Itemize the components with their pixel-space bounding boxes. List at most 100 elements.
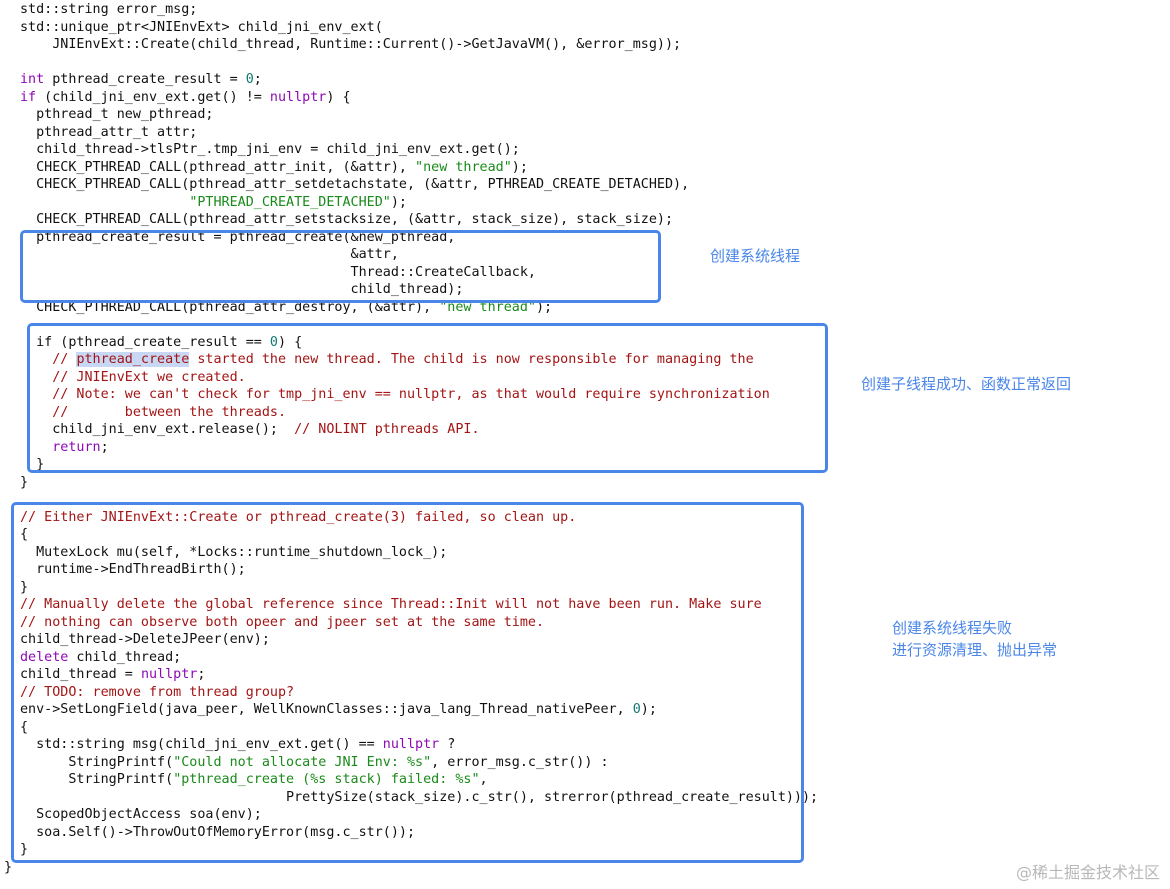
code-token: env->SetLongField(java_peer, WellKnownCl…	[20, 702, 633, 717]
code-token: pthread_attr_t attr;	[20, 124, 198, 140]
code-line: CHECK_PTHREAD_CALL(pthread_attr_init, (&…	[20, 159, 528, 177]
code-token	[20, 195, 189, 210]
code-token: );	[640, 702, 657, 717]
code-line: // TODO: remove from thread group?	[20, 684, 294, 702]
code-token: // between the threads.	[20, 404, 287, 420]
code-token: child_jni_env_ext.release();	[20, 422, 295, 437]
code-token: ,	[479, 772, 488, 787]
code-token: started the new thread. The child is now…	[189, 352, 754, 367]
code-closing-brace: }	[4, 859, 13, 875]
code-token: }	[20, 842, 29, 857]
code-token: "new thread"	[415, 159, 512, 175]
code-token: if	[20, 334, 53, 350]
code-token: &attr,	[20, 247, 399, 262]
code-token: ) {	[277, 334, 303, 350]
code-token: std::string msg(child_jni_env_ext.get() …	[20, 737, 383, 752]
code-line: env->SetLongField(java_peer, WellKnownCl…	[20, 701, 657, 719]
annotation-create-failed-line1: 创建系统线程失败	[892, 619, 1013, 637]
code-line: // Manually delete the global reference …	[20, 596, 762, 614]
code-token: ;	[100, 439, 109, 455]
code-line: child_thread->DeleteJPeer(env);	[20, 631, 270, 649]
code-line: std::string error_msg;	[20, 1, 197, 19]
code-line: }	[20, 579, 28, 597]
code-line: std::unique_ptr<JNIEnvExt> child_jni_env…	[20, 19, 383, 37]
code-token: }	[20, 457, 45, 472]
code-token: "pthread_create (%s stack) failed: %s"	[173, 772, 480, 787]
code-token: , error_msg.c_str()) :	[431, 754, 609, 770]
annotation-create-failed-line2: 进行资源清理、抛出异常	[892, 641, 1058, 659]
code-token: soa.Self()->ThrowOutOfMemoryError(msg.c_…	[20, 824, 416, 840]
code-token: {	[20, 527, 29, 542]
selected-code-token: pthread_create	[76, 352, 190, 367]
code-line: MutexLock mu(self, *Locks::runtime_shutd…	[20, 544, 447, 562]
code-line: // between the threads.	[20, 404, 286, 422]
annotation-create-success: 创建子线程成功、函数正常返回	[861, 375, 1072, 393]
code-token: child_thread->DeleteJPeer(env);	[20, 632, 270, 647]
code-line: }	[20, 456, 44, 474]
code-line: {	[20, 719, 28, 737]
code-line: int pthread_create_result = 0;	[20, 71, 262, 89]
code-token: return	[20, 439, 101, 455]
code-token: //	[20, 352, 77, 367]
code-line: pthread_attr_t attr;	[20, 124, 197, 142]
code-token: StringPrintf(	[20, 754, 174, 770]
code-line: {	[20, 526, 28, 544]
code-token: int	[20, 72, 45, 87]
code-line: // Either JNIEnvExt::Create or pthread_c…	[20, 509, 576, 527]
code-token: // NOLINT pthreads API.	[294, 422, 480, 437]
code-line: }	[20, 841, 28, 859]
watermark: @稀土掘金技术社区	[1015, 863, 1160, 882]
code-token: ) {	[326, 89, 351, 105]
code-token: MutexLock mu(self, *Locks::runtime_shutd…	[20, 544, 448, 560]
code-line: child_jni_env_ext.release(); // NOLINT p…	[20, 421, 480, 439]
annotation-create-thread: 创建系统线程	[710, 247, 801, 265]
code-token: );	[511, 159, 528, 175]
code-token: CHECK_PTHREAD_CALL(pthread_attr_destroy,…	[20, 299, 440, 315]
code-line: // pthread_create started the new thread…	[20, 351, 754, 369]
code-token: // Note: we can't check for tmp_jni_env …	[20, 387, 770, 402]
code-token: StringPrintf(	[20, 772, 174, 787]
code-line: JNIEnvExt::Create(child_thread, Runtime:…	[20, 36, 681, 54]
code-line: soa.Self()->ThrowOutOfMemoryError(msg.c_…	[20, 824, 415, 842]
code-token: // TODO: remove from thread group?	[20, 684, 295, 700]
code-line: // nothing can observe both opeer and jp…	[20, 614, 544, 632]
code-token: // JNIEnvExt we created.	[20, 369, 246, 385]
code-token: std::unique_ptr<JNIEnvExt> child_jni_env…	[20, 19, 383, 35]
code-line: delete child_thread;	[20, 649, 181, 667]
code-token: "PTHREAD_CREATE_DETACHED"	[189, 194, 391, 210]
code-token: child_thread;	[68, 649, 182, 665]
code-line: "PTHREAD_CREATE_DETACHED");	[20, 194, 407, 212]
code-line: StringPrintf("Could not allocate JNI Env…	[20, 754, 609, 772]
code-token: Thread::CreateCallback,	[20, 264, 536, 280]
code-line: child_thread->tlsPtr_.tmp_jni_env = chil…	[20, 141, 520, 159]
code-line: pthread_create_result = pthread_create(&…	[20, 229, 455, 247]
code-token: pthread_create_result =	[44, 72, 246, 87]
code-line: runtime->EndThreadBirth();	[20, 561, 246, 579]
code-line: child_thread = nullptr;	[20, 666, 205, 684]
code-token: CHECK_PTHREAD_CALL(pthread_attr_setstack…	[20, 212, 674, 227]
code-token: // Manually delete the global reference …	[20, 597, 762, 612]
code-line: ScopedObjectAccess soa(env);	[20, 806, 262, 824]
code-token: pthread_t new_pthread;	[20, 107, 214, 122]
code-line: CHECK_PTHREAD_CALL(pthread_attr_destroy,…	[20, 299, 552, 317]
code-line: std::string msg(child_jni_env_ext.get() …	[20, 736, 455, 754]
code-token: 0	[245, 72, 254, 87]
code-line: // Note: we can't check for tmp_jni_env …	[20, 386, 770, 404]
code-token: "Could not allocate JNI Env: %s"	[173, 754, 432, 770]
code-token: (child_jni_env_ext.get() !=	[36, 89, 270, 105]
code-line: CHECK_PTHREAD_CALL(pthread_attr_setstack…	[20, 211, 673, 229]
code-token: );	[390, 194, 407, 210]
code-token: nullptr	[269, 89, 327, 105]
code-token: // Either JNIEnvExt::Create or pthread_c…	[20, 509, 577, 525]
code-token: ;	[253, 72, 262, 87]
code-line: child_thread);	[20, 281, 464, 299]
code-token: std::string error_msg;	[20, 2, 198, 17]
code-line: Thread::CreateCallback,	[20, 264, 536, 282]
code-token: child_thread =	[20, 667, 141, 682]
code-line: CHECK_PTHREAD_CALL(pthread_attr_setdetac…	[20, 176, 689, 194]
code-token: CHECK_PTHREAD_CALL(pthread_attr_setdetac…	[20, 177, 690, 192]
code-line: if (pthread_create_result == 0) {	[20, 334, 302, 352]
code-token: PrettySize(stack_size).c_str(), strerror…	[20, 789, 819, 805]
code-line: &attr,	[20, 246, 399, 264]
code-token: JNIEnvExt::Create(child_thread, Runtime:…	[20, 37, 682, 52]
